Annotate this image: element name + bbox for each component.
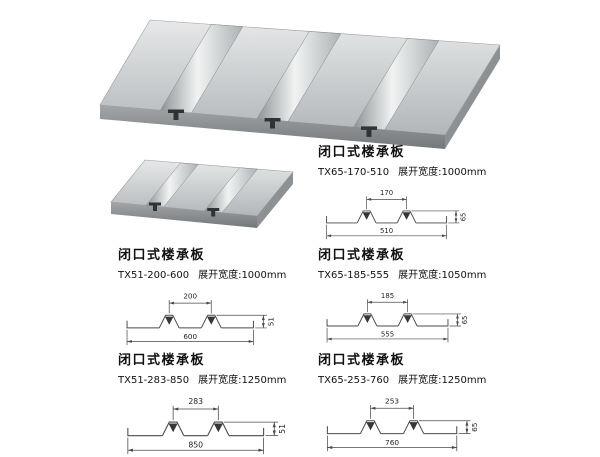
deck-render-small-svg [110, 159, 294, 228]
rib-cavity-marks [149, 202, 220, 217]
model-code: TX65-170-510 [318, 166, 390, 178]
dim-total-width: 510 [380, 227, 393, 235]
cross-section-diagram: 185 555 65 [326, 292, 469, 343]
unfold-width: 展开宽度:1050mm [398, 269, 487, 281]
cross-section-diagram: 200 600 51 [126, 292, 275, 346]
spec-section-tx51-200-600: 闭口式楼承板 TX51-200-600 展开宽度:1000mm 200 600 5… [118, 248, 313, 348]
dim-height: 65 [460, 213, 468, 222]
spec-section-tx65-253-760: 闭口式楼承板 TX65-253-760 展开宽度:1250mm 253 760 6… [318, 353, 513, 454]
3d-steel-deck-panel-large [90, 0, 510, 150]
cross-section-diagram: 170 510 65 [326, 189, 468, 240]
unfold-width: 展开宽度:1000mm [198, 269, 287, 281]
dim-top-width: 200 [183, 292, 197, 301]
model-code: TX65-185-555 [318, 269, 390, 281]
cross-section-diagram: 253 760 65 [326, 397, 479, 452]
spec-line: TX51-200-600 展开宽度:1000mm [118, 266, 313, 281]
dim-total-width: 850 [188, 440, 203, 449]
dim-height: 65 [461, 316, 469, 325]
deck-ribs [145, 162, 258, 213]
deck-render-large-svg [99, 19, 501, 149]
unfold-width: 展开宽度:1250mm [198, 374, 287, 386]
cross-section-diagram: 283 850 51 [127, 397, 287, 455]
deck-front-face [111, 202, 257, 228]
dim-top-width: 185 [381, 292, 394, 300]
spec-line: TX65-253-760 展开宽度:1250mm [318, 371, 513, 386]
dim-height: 51 [278, 424, 287, 434]
deck-end-face [257, 172, 293, 228]
dim-total-width: 600 [183, 332, 197, 341]
dim-top-width: 283 [188, 397, 203, 406]
model-code: TX51-200-600 [118, 269, 190, 281]
section-title: 闭口式楼承板 [318, 145, 406, 160]
deck-end-face [445, 45, 500, 149]
dim-top-width: 253 [385, 397, 399, 406]
section-title: 闭口式楼承板 [318, 353, 406, 368]
3d-steel-deck-panel-small [105, 150, 300, 245]
model-code: TX65-253-760 [318, 374, 390, 386]
rib-cavity-marks [168, 109, 377, 137]
dim-top-width: 170 [380, 189, 393, 197]
spec-section-tx65-185-555: 闭口式楼承板 TX65-185-555 展开宽度:1050mm 185 555 6… [318, 248, 513, 345]
unfold-width: 展开宽度:1000mm [398, 166, 487, 178]
spec-line: TX65-185-555 展开宽度:1050mm [318, 266, 513, 281]
dim-height: 65 [470, 422, 479, 432]
spec-section-tx65-170-510: 闭口式楼承板 TX65-170-510 展开宽度:1000mm 170 510 6… [318, 145, 513, 242]
spec-section-tx51-283-850: 闭口式楼承板 TX51-283-850 展开宽度:1250mm 283 850 5… [118, 353, 313, 457]
section-title: 闭口式楼承板 [118, 353, 206, 368]
spec-line: TX65-170-510 展开宽度:1000mm [318, 163, 513, 178]
dim-height: 51 [266, 317, 275, 326]
spec-line: TX51-283-850 展开宽度:1250mm [118, 371, 313, 386]
section-title: 闭口式楼承板 [318, 248, 406, 263]
dim-total-width: 760 [385, 438, 399, 447]
model-code: TX51-283-850 [118, 374, 190, 386]
unfold-width: 展开宽度:1250mm [398, 374, 487, 386]
section-title: 闭口式楼承板 [118, 248, 206, 263]
dim-total-width: 555 [381, 330, 394, 338]
